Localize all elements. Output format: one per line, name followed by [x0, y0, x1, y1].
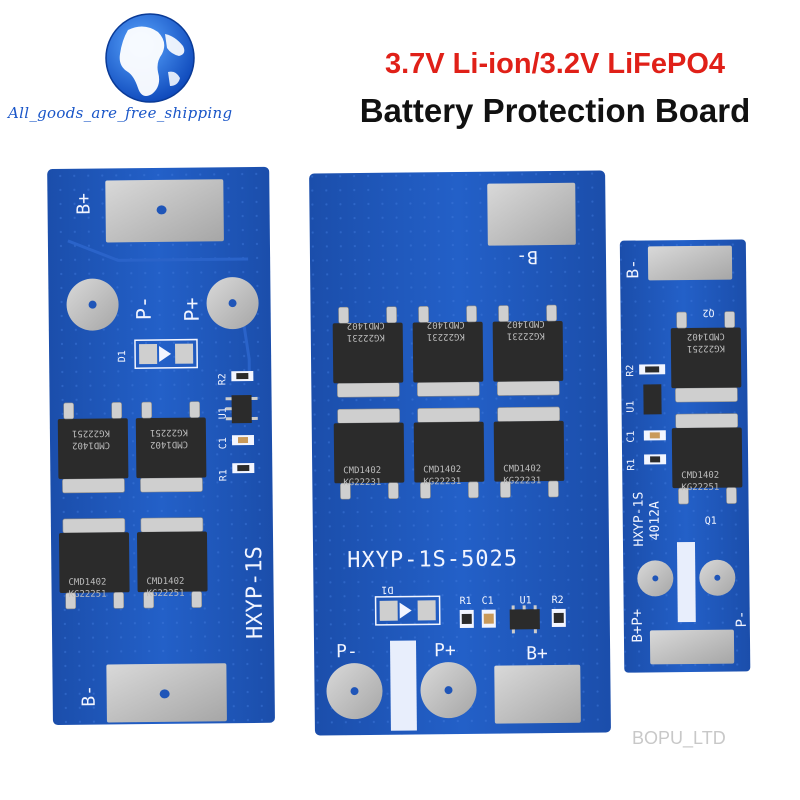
middle-ref-d1: D1 — [381, 584, 393, 595]
left-mosfet-2-text2: KG22251 — [150, 427, 188, 437]
board-right: B- CMD1402 KG22251 Q2 R2 U1 C1 R1 CMD140… — [619, 239, 751, 673]
middle-mosfet-5-text: CMD1402 — [423, 465, 461, 475]
globe-logo-icon — [105, 13, 195, 103]
middle-mosfet-4-text: CMD1402 — [343, 466, 381, 476]
middle-mosfet-2-text: CMD1402 — [427, 319, 465, 329]
middle-mosfet-6-text: CMD1402 — [503, 464, 541, 474]
middle-mosfet-1-text: CMD1402 — [347, 320, 385, 330]
title-product: Battery Protection Board — [359, 92, 751, 129]
middle-mosfet-5-text2: KG22231 — [423, 477, 461, 487]
right-ref-q2: Q2 — [702, 307, 714, 318]
left-mosfet-1-text2: KG22251 — [72, 427, 110, 437]
right-mosfet-2-text: CMD1402 — [681, 471, 719, 481]
right-code-label: 4012A — [648, 501, 663, 540]
left-pad-pplus-label: P+ — [180, 297, 204, 321]
left-mosfet-4-text: CMD1402 — [146, 577, 184, 587]
right-pad-top-label: B- — [623, 259, 642, 278]
right-mosfet-2-text2: KG22251 — [681, 483, 719, 493]
left-mosfet-4-text2: KG22251 — [147, 589, 185, 599]
title-voltage: 3.7V Li-ion/3.2V LiFePO4 — [384, 48, 726, 80]
middle-mosfet-2-text2: KG22231 — [427, 331, 465, 341]
brand-slogan: All_goods_are_free_shipping — [8, 104, 233, 122]
middle-model-label: HXYP-1S-5025 — [347, 546, 518, 573]
right-mosfet-1-text2: KG22251 — [687, 343, 725, 353]
left-model-label: HXYP-1S — [242, 546, 268, 639]
board-middle: B- CMD1402 KG22231 CMD1402 KG22231 CMD14… — [309, 170, 611, 736]
middle-pad-top-label: B- — [516, 246, 538, 267]
middle-pad-bplus-label: B+ — [526, 643, 548, 664]
left-ref-u1: U1 — [218, 407, 229, 419]
right-ref-c1: C1 — [626, 431, 637, 443]
right-ref-u1: U1 — [625, 401, 636, 413]
right-pad-bl-label: B+P+ — [630, 609, 646, 643]
right-ref-r1: R1 — [626, 459, 637, 471]
left-ref-d1: D1 — [117, 350, 128, 362]
left-pad-pminus-label: P- — [131, 296, 155, 320]
left-pad-top-label: B+ — [73, 193, 94, 215]
middle-pad-pplus-label: P+ — [434, 640, 456, 661]
middle-pad-pminus-label: P- — [336, 641, 358, 662]
board-left: B+ P- P+ D1 R2 U1 C1 R1 — [47, 166, 275, 726]
middle-ref-c1: C1 — [482, 596, 494, 607]
right-ref-r2: R2 — [625, 365, 636, 377]
right-model-label: HXYP-1S — [631, 492, 647, 547]
left-ref-c1: C1 — [218, 437, 229, 449]
middle-mosfet-3-text: CMD1402 — [507, 318, 545, 328]
watermark: BOPU_LTD — [632, 728, 726, 748]
middle-ref-r2: R2 — [552, 595, 564, 606]
left-mosfet-1-text: CMD1402 — [72, 439, 110, 449]
right-mosfet-1-text: CMD1402 — [687, 331, 725, 341]
right-pad-br-label: P- — [734, 611, 750, 628]
left-pad-bottom-label: B- — [79, 685, 100, 707]
right-ref-q1: Q1 — [705, 516, 717, 527]
middle-mosfet-4-text2: KG22231 — [343, 478, 381, 488]
middle-ref-r1: R1 — [460, 596, 472, 607]
left-mosfet-3-text: CMD1402 — [68, 578, 106, 588]
middle-mosfet-1-text2: KG22231 — [347, 332, 385, 342]
left-ref-r2: R2 — [217, 373, 228, 385]
left-mosfet-3-text2: KG22251 — [69, 590, 107, 600]
left-ref-r1: R1 — [218, 469, 229, 481]
left-mosfet-2-text: CMD1402 — [150, 439, 188, 449]
middle-ref-u1: U1 — [520, 595, 532, 606]
middle-mosfet-6-text2: KG22231 — [503, 476, 541, 486]
middle-mosfet-3-text2: KG22231 — [507, 330, 545, 340]
